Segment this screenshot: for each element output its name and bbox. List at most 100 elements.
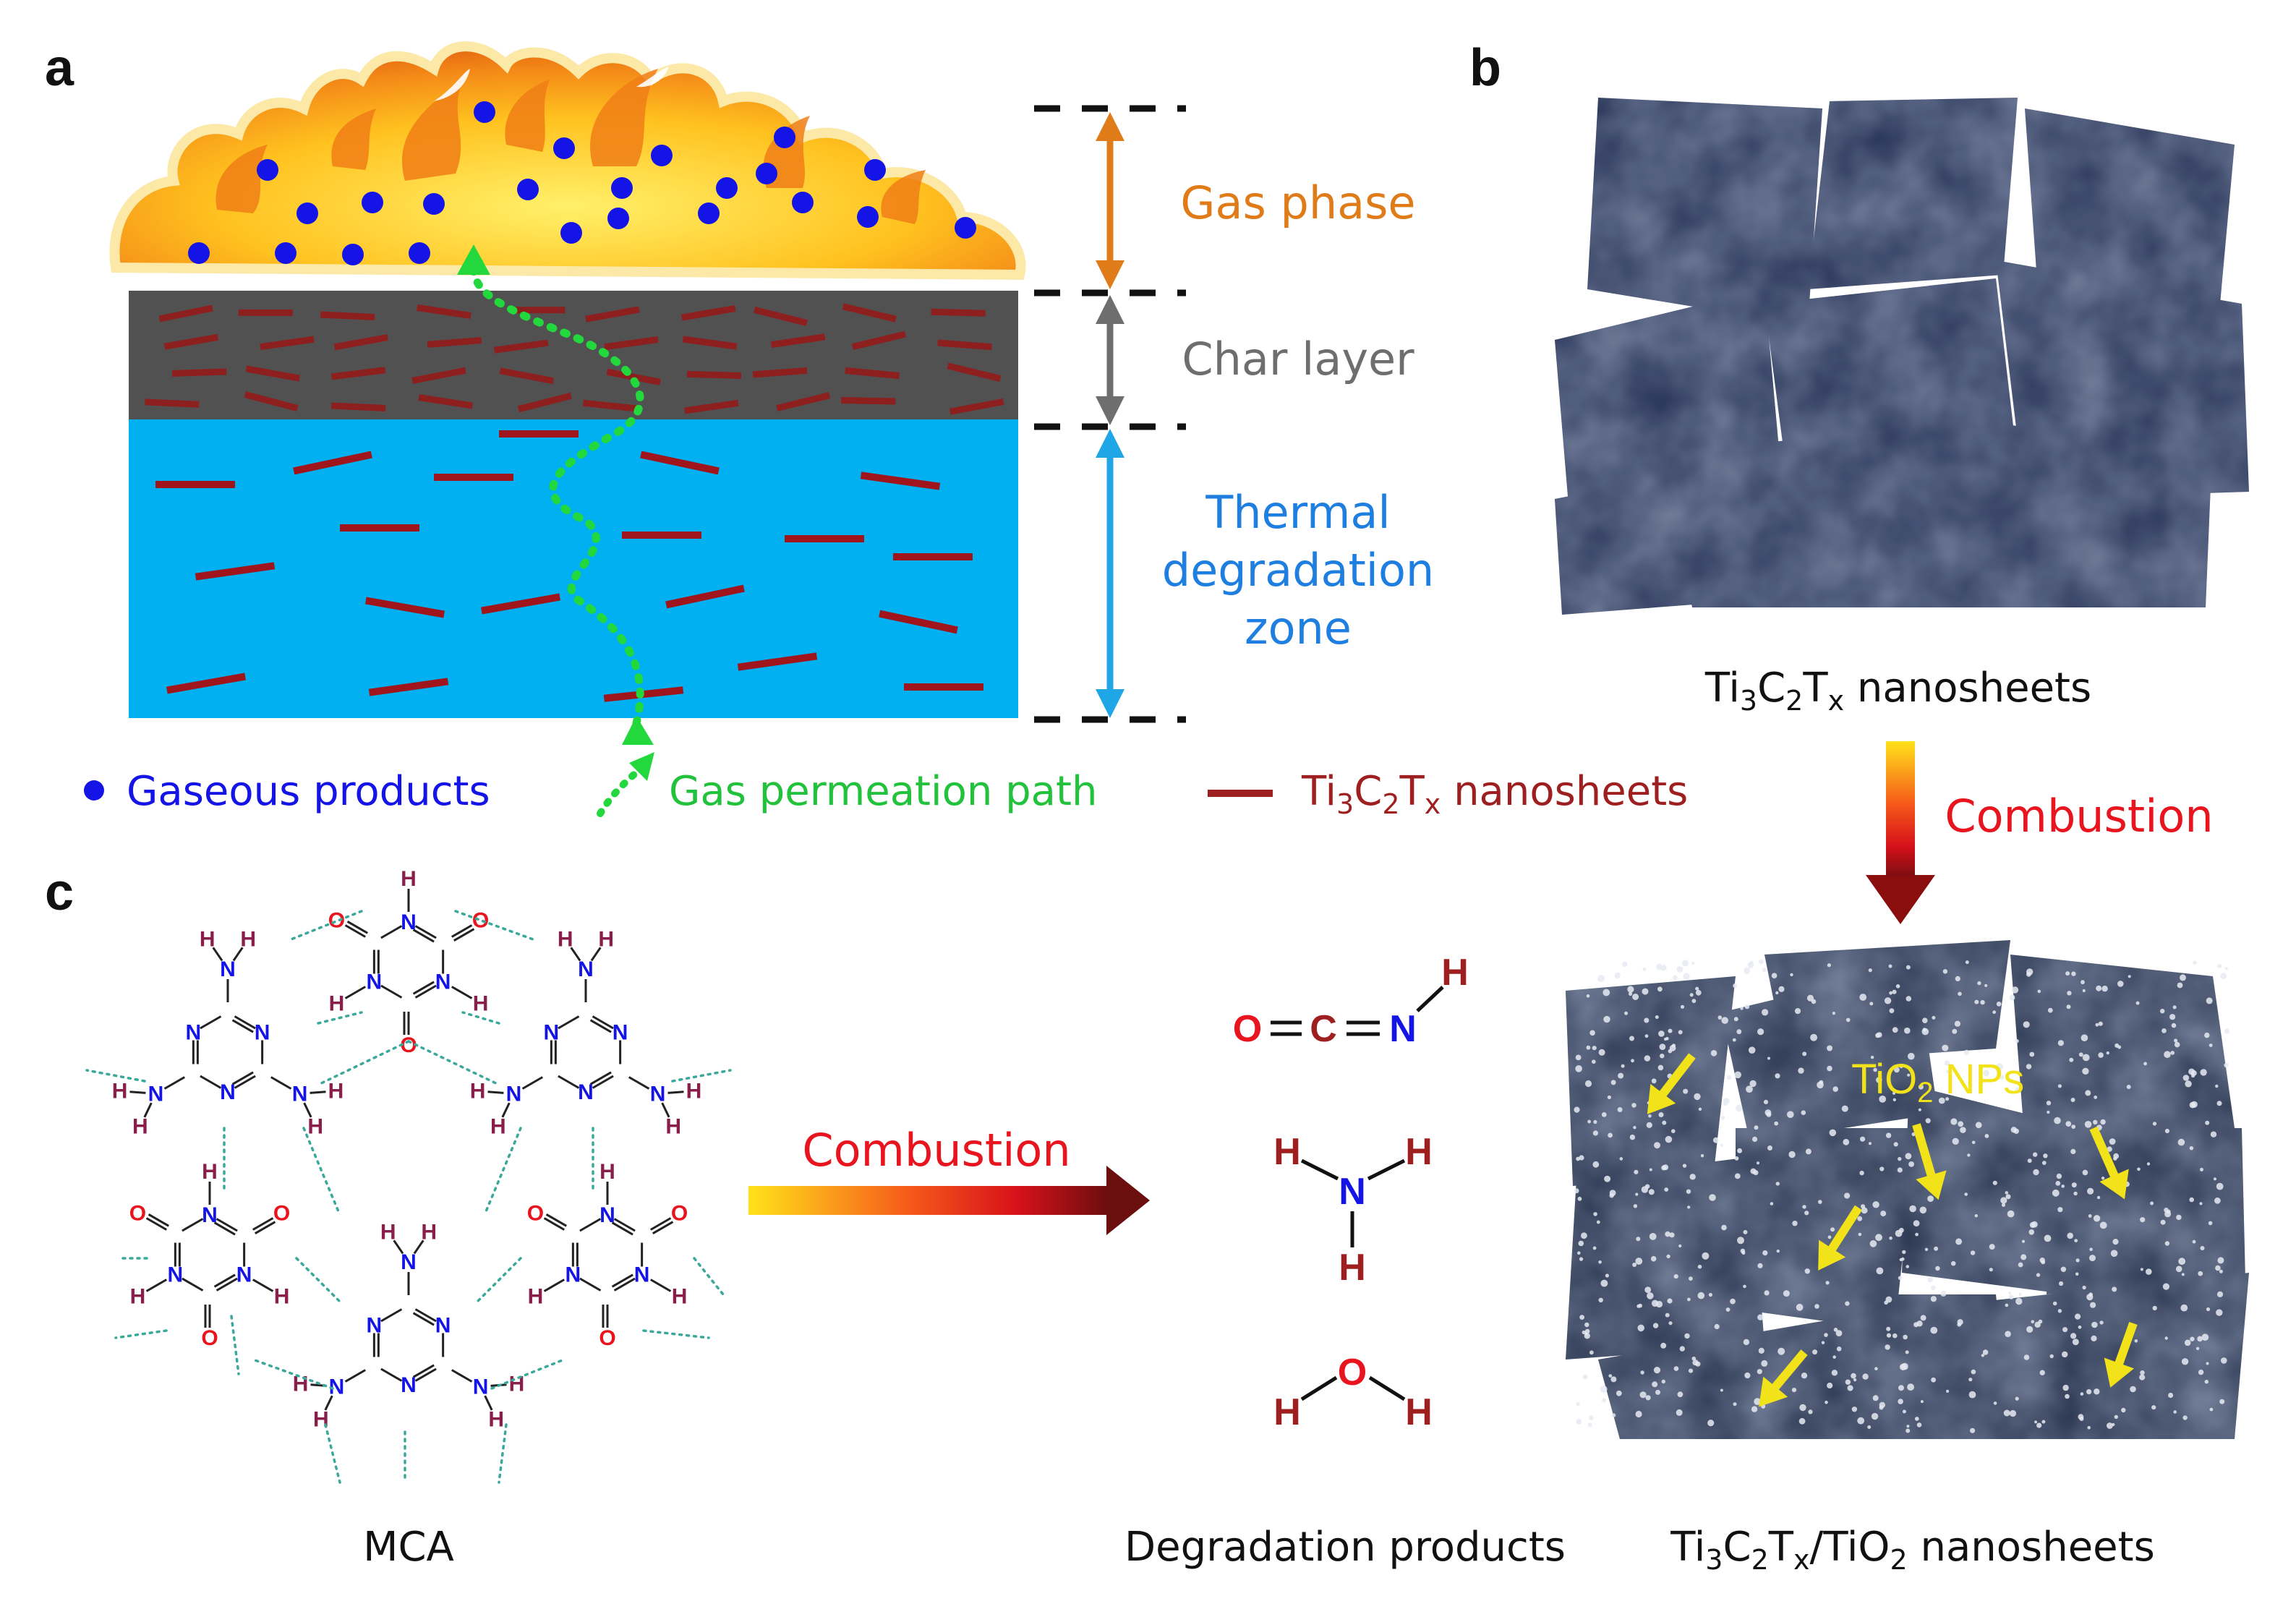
gas-permeation-path (469, 256, 644, 727)
panel-label-a: a (45, 39, 74, 97)
mca-atom: N (473, 1375, 489, 1399)
thermal-zone-nanosheets (155, 430, 983, 702)
mca-atom: N (401, 1250, 417, 1274)
mca-atom: O (328, 909, 345, 933)
nanosheet-dash (845, 367, 900, 380)
water-molecule: H O H (1273, 1352, 1433, 1433)
mca-atom: O (201, 1326, 218, 1350)
nanosheet-flake (2047, 1128, 2245, 1294)
bottom-caption: Ti3C2Tx/TiO2 nanosheets (1670, 1524, 2155, 1576)
thermal-zone-block (129, 419, 1018, 718)
gaseous-product-dot (257, 159, 278, 181)
nanosheet-dash (851, 330, 907, 350)
thermal-zone-arrow (1096, 429, 1124, 718)
nanosheet-dash (949, 398, 1004, 415)
oxidized-nanosheets (1566, 940, 2249, 1439)
nanosheet-dash (585, 306, 640, 323)
mca-atom: H (558, 928, 573, 952)
gaseous-product-dot (698, 202, 720, 224)
mca-atom: H (509, 1373, 525, 1396)
mca-atom: H (328, 1080, 344, 1104)
mca-atom: H (200, 928, 215, 952)
nanosheet-dash (364, 597, 445, 618)
tio2-pointer-arrow (1818, 1205, 1863, 1271)
nanosheet-dash (480, 593, 561, 615)
nanosheet-dash (682, 336, 738, 350)
mca-atom: O (129, 1202, 146, 1226)
mca-atom: H (293, 1373, 309, 1396)
nanosheet-dash (244, 391, 299, 411)
mca-atom: N (401, 1373, 417, 1397)
nanosheet-dash (368, 678, 449, 696)
nanosheet-dash (417, 304, 471, 319)
gaseous-product-dot (774, 127, 795, 148)
nanosheet-dash (770, 333, 826, 349)
nanosheet-dash (640, 451, 720, 475)
gaseous-product-dot (792, 192, 814, 213)
legend-permeation-label: Gas permeation path (669, 768, 1097, 815)
nanosheet-dash (195, 562, 276, 581)
gaseous-product-dot (716, 177, 738, 199)
nanosheet-dash (320, 311, 375, 321)
combustion-label-c: Combustion (802, 1124, 1070, 1177)
gaseous-product-dot (275, 242, 296, 264)
mca-atom: N (578, 1080, 594, 1104)
gaseous-product-dot (474, 101, 495, 123)
mca-atom: H (307, 1115, 323, 1139)
flame-region (109, 41, 1026, 281)
mca-atom: N (186, 1021, 202, 1045)
mca-caption: MCA (363, 1524, 454, 1571)
mca-atom: H (598, 928, 614, 952)
legend-permeation-icon (597, 763, 647, 817)
panel-b: b Ti3C2Tx nanosheets Combustion TiO2 NPs… (1469, 39, 2249, 1576)
nanosheet-dash (331, 402, 386, 411)
nanosheet-dash (418, 394, 474, 409)
panel-label-b: b (1469, 39, 1501, 97)
nanosheet-dash (604, 336, 659, 351)
mca-atom: O (400, 1033, 417, 1057)
mca-atom: H (421, 1221, 437, 1245)
horizontal-combustion-arrow (748, 1166, 1150, 1235)
tio2-pointer-arrow (1759, 1349, 1808, 1407)
mca-atom: N (292, 1083, 308, 1106)
nanosheet-flake (1663, 434, 1895, 607)
nanosheet-dash (860, 471, 941, 490)
tio2-label: TiO2 NPs (1851, 1056, 2024, 1109)
mca-atom: N (650, 1083, 666, 1106)
nanosheet-dash (879, 610, 958, 634)
nanosheet-dash (684, 399, 739, 414)
mca-atom: H (672, 1285, 688, 1309)
nanosheet-flake (1902, 1085, 2083, 1294)
gaseous-product-dot (188, 242, 210, 264)
mca-atom: H (473, 992, 489, 1016)
mca-atom: N (168, 1263, 184, 1287)
gaseous-product-dot (517, 179, 539, 200)
nanosheet-dash (606, 368, 661, 385)
gaseous-product-dot (756, 163, 777, 184)
mca-atom: H (528, 1285, 544, 1309)
nanosheet-flake (1808, 98, 2018, 289)
mca-atom: O (472, 909, 489, 933)
svg-text:O: O (1338, 1352, 1367, 1394)
nanosheet-dash (145, 398, 200, 408)
gaseous-product-dot (296, 202, 318, 224)
mca-atom: N (401, 910, 417, 934)
nanosheet-dash (172, 368, 227, 377)
nanosheet-dash (499, 367, 554, 385)
gaseous-product-dot (409, 242, 430, 264)
panel-label-c: c (45, 863, 74, 921)
isocyanic-acid-molecule: O C N H (1233, 952, 1469, 1050)
nanosheet-dash (842, 303, 897, 323)
nanosheet-dash (754, 307, 808, 327)
nanosheet-flake (1981, 1273, 2249, 1439)
gas-phase-label: Gas phase (1180, 176, 1415, 229)
nanosheet-flake (1598, 1316, 1880, 1439)
mca-atom: N (634, 1263, 650, 1287)
nanosheet-dash (681, 305, 736, 321)
mca-atom: H (274, 1285, 290, 1309)
tio2-pointer-arrow (1647, 1053, 1696, 1114)
thermal-label-line3: zone (1245, 602, 1352, 654)
thermal-label-line1: Thermal (1205, 486, 1390, 539)
